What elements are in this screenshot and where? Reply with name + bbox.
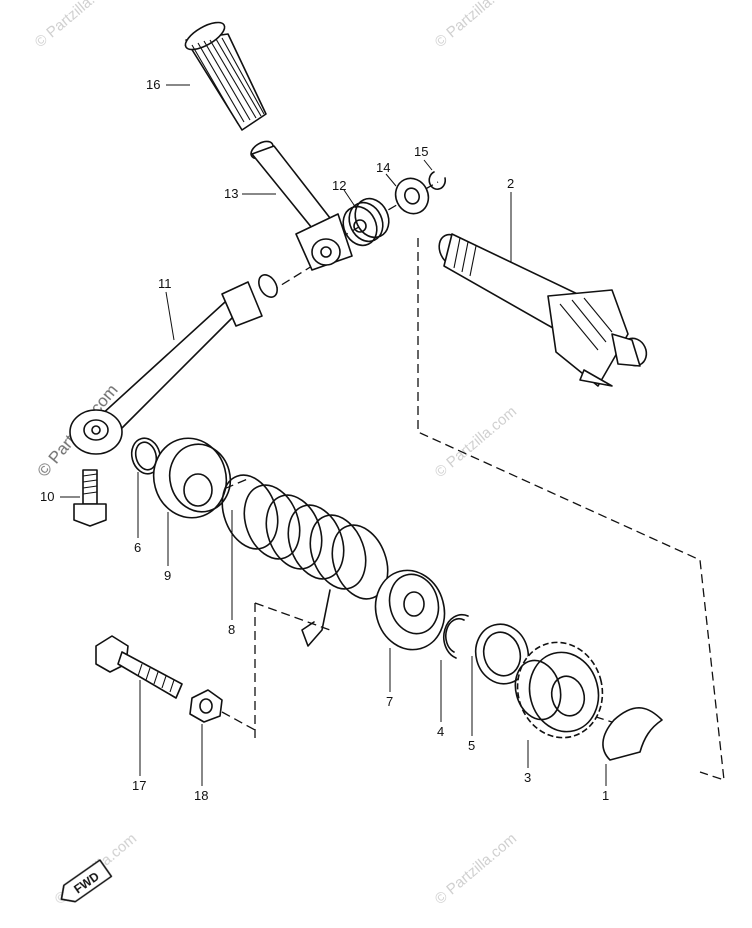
gear-washer <box>474 623 530 685</box>
stopper-nut <box>189 689 223 723</box>
watermarks: © Partzilla.com © Partzilla.com © Partzi… <box>32 0 520 908</box>
callout-7: 7 <box>386 694 393 709</box>
kick-pedal-rubber <box>184 21 267 131</box>
callout-15: 15 <box>414 144 428 159</box>
thrust-washer <box>394 177 430 215</box>
callout-labels: 16 13 12 14 15 2 11 10 6 9 8 7 4 5 3 1 1… <box>40 77 609 803</box>
circlip-arm-side <box>130 437 162 475</box>
spring-guide <box>152 437 232 519</box>
circlip-small <box>428 171 447 191</box>
callout-13: 13 <box>224 186 238 201</box>
watermark: © Partzilla.com <box>432 830 520 908</box>
gear-spring-clip <box>602 707 663 761</box>
circlip-gear-side <box>443 613 469 659</box>
watermark: © Partzilla.com <box>432 0 520 51</box>
callout-16: 16 <box>146 77 160 92</box>
callout-12: 12 <box>332 178 346 193</box>
callout-8: 8 <box>228 622 235 637</box>
callout-18: 18 <box>194 788 208 803</box>
kick-gear <box>514 641 604 739</box>
watermark: © Partzilla.com <box>432 403 520 481</box>
leader-lines <box>60 84 607 786</box>
kick-pedal <box>250 140 353 271</box>
callout-4: 4 <box>437 724 444 739</box>
kick-starter-shaft <box>438 233 648 387</box>
kick-starter-arm <box>69 274 278 455</box>
callout-14: 14 <box>376 160 390 175</box>
callout-2: 2 <box>507 176 514 191</box>
callout-9: 9 <box>164 568 171 583</box>
kick-return-spring <box>221 474 389 647</box>
callout-3: 3 <box>524 770 531 785</box>
callout-6: 6 <box>134 540 141 555</box>
callout-17: 17 <box>132 778 146 793</box>
callout-5: 5 <box>468 738 475 753</box>
arm-pinch-bolt <box>73 469 107 527</box>
callout-1: 1 <box>602 788 609 803</box>
watermark: © Partzilla.com <box>32 0 120 51</box>
callout-10: 10 <box>40 489 54 504</box>
spring-holder-plate <box>374 569 446 651</box>
callout-11: 11 <box>158 276 172 291</box>
pedal-spring <box>342 197 390 247</box>
stopper-bolt <box>95 635 183 699</box>
